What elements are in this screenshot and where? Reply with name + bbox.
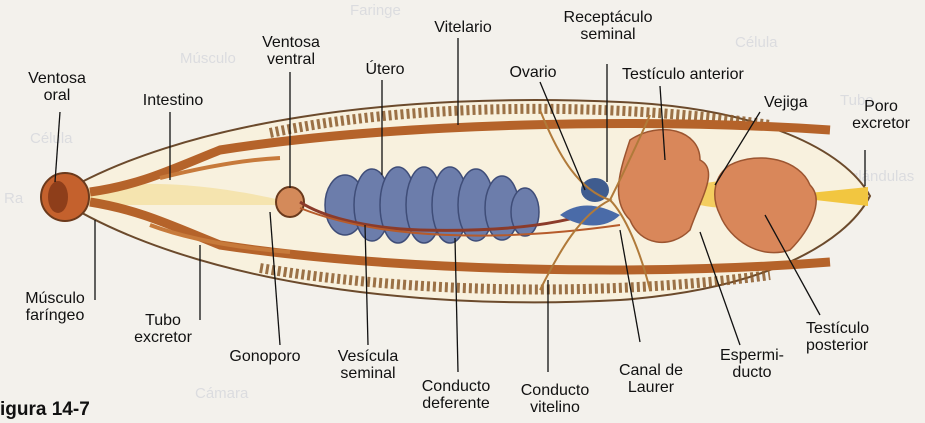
figure-caption: igura 14-7 bbox=[0, 399, 90, 421]
label-gonoporo: Gonoporo bbox=[215, 348, 315, 365]
ventral-sucker bbox=[276, 187, 304, 217]
label-canal-laurer: Canal de Laurer bbox=[606, 362, 696, 396]
label-poro-excretor: Poro excretor bbox=[838, 98, 924, 132]
label-receptaculo-seminal: Receptáculo seminal bbox=[548, 9, 668, 43]
label-vejiga: Vejiga bbox=[764, 94, 834, 111]
label-ventosa-ventral: Ventosa ventral bbox=[246, 34, 336, 68]
label-tubo-excretor: Tubo excretor bbox=[118, 312, 208, 346]
label-testiculo-anterior: Testículo anterior bbox=[622, 66, 782, 83]
label-conducto-vitelino: Conducto vitelino bbox=[505, 382, 605, 416]
label-testiculo-posterior: Testículo posterior bbox=[806, 320, 916, 354]
label-intestino: Intestino bbox=[128, 92, 218, 109]
label-conducto-deferente: Conducto deferente bbox=[404, 378, 508, 412]
label-ventosa-oral: Ventosa oral bbox=[12, 70, 102, 104]
oral-sucker-inner bbox=[48, 181, 68, 213]
label-ovario: Ovario bbox=[498, 64, 568, 81]
label-vitelario: Vitelario bbox=[418, 19, 508, 36]
label-vesicula-seminal: Vesícula seminal bbox=[320, 348, 416, 382]
label-utero: Útero bbox=[350, 61, 420, 78]
label-musculo-faringeo: Músculo faríngeo bbox=[10, 290, 100, 324]
label-espermiducto: Espermi- ducto bbox=[702, 347, 802, 381]
